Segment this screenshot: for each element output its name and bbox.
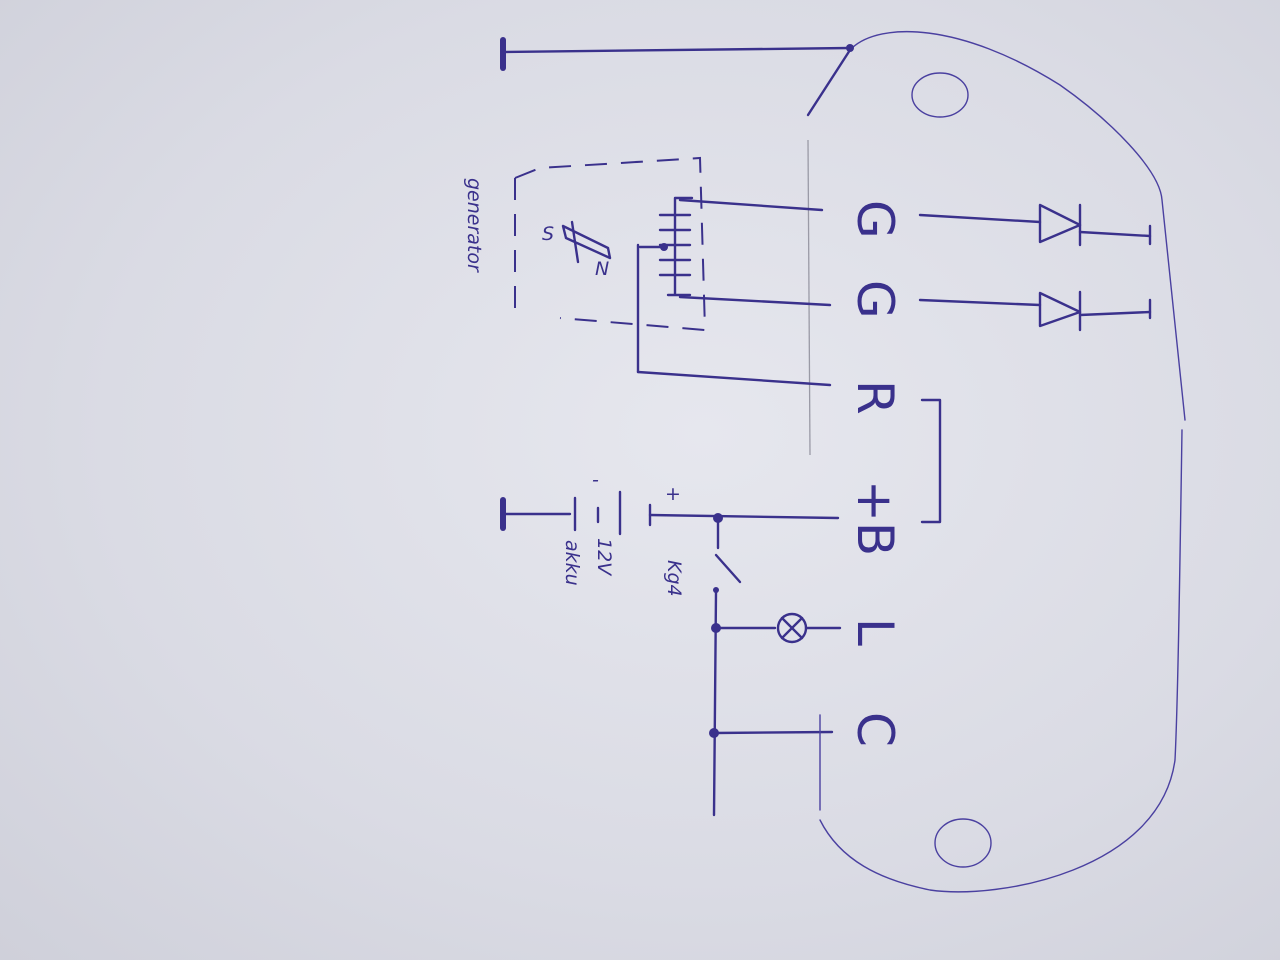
battery-name-label: akku xyxy=(561,540,583,586)
warning-lamp-symbol xyxy=(776,612,808,644)
terminal-c-label: C xyxy=(846,712,904,747)
battery-plus-label: + xyxy=(665,483,681,505)
field-winding-to-r xyxy=(636,370,832,387)
ground-top-link xyxy=(806,48,852,117)
terminal-l-label: L xyxy=(846,618,904,646)
generator-label: generator xyxy=(463,178,485,273)
coil-lead-top xyxy=(678,198,824,212)
ground-top-wire xyxy=(501,46,852,54)
pencil-guide-line xyxy=(807,139,811,456)
key-switch-label: Kg4 xyxy=(663,560,685,597)
battery-symbol xyxy=(573,490,840,536)
regulator-housing-outline xyxy=(819,30,1186,893)
generator-coil xyxy=(658,196,694,297)
r-to-b-bridge xyxy=(920,398,942,524)
terminal-g1-label: G xyxy=(846,200,904,239)
ground-top-node xyxy=(846,44,854,52)
generator-dashed-box xyxy=(514,156,707,332)
mounting-hole-lower xyxy=(934,818,992,868)
coil-lead-bottom xyxy=(678,295,832,307)
key-switch-contact xyxy=(713,587,719,593)
diode-g2 xyxy=(918,290,1152,332)
key-switch-blade xyxy=(714,553,742,584)
battery-voltage-label: 12V xyxy=(593,538,615,577)
terminal-r-label: R xyxy=(846,380,904,415)
pole-s-label: S xyxy=(542,223,554,245)
terminal-g2-label: G xyxy=(846,280,904,319)
rotor-magnet-symbol xyxy=(561,220,612,264)
battery-minus-label: - xyxy=(592,469,599,491)
diode-g1 xyxy=(918,203,1152,247)
pole-n-label: N xyxy=(595,258,609,280)
mounting-hole-upper xyxy=(911,72,969,118)
terminal-b-label: +B xyxy=(846,480,904,556)
c-wire xyxy=(712,730,834,735)
